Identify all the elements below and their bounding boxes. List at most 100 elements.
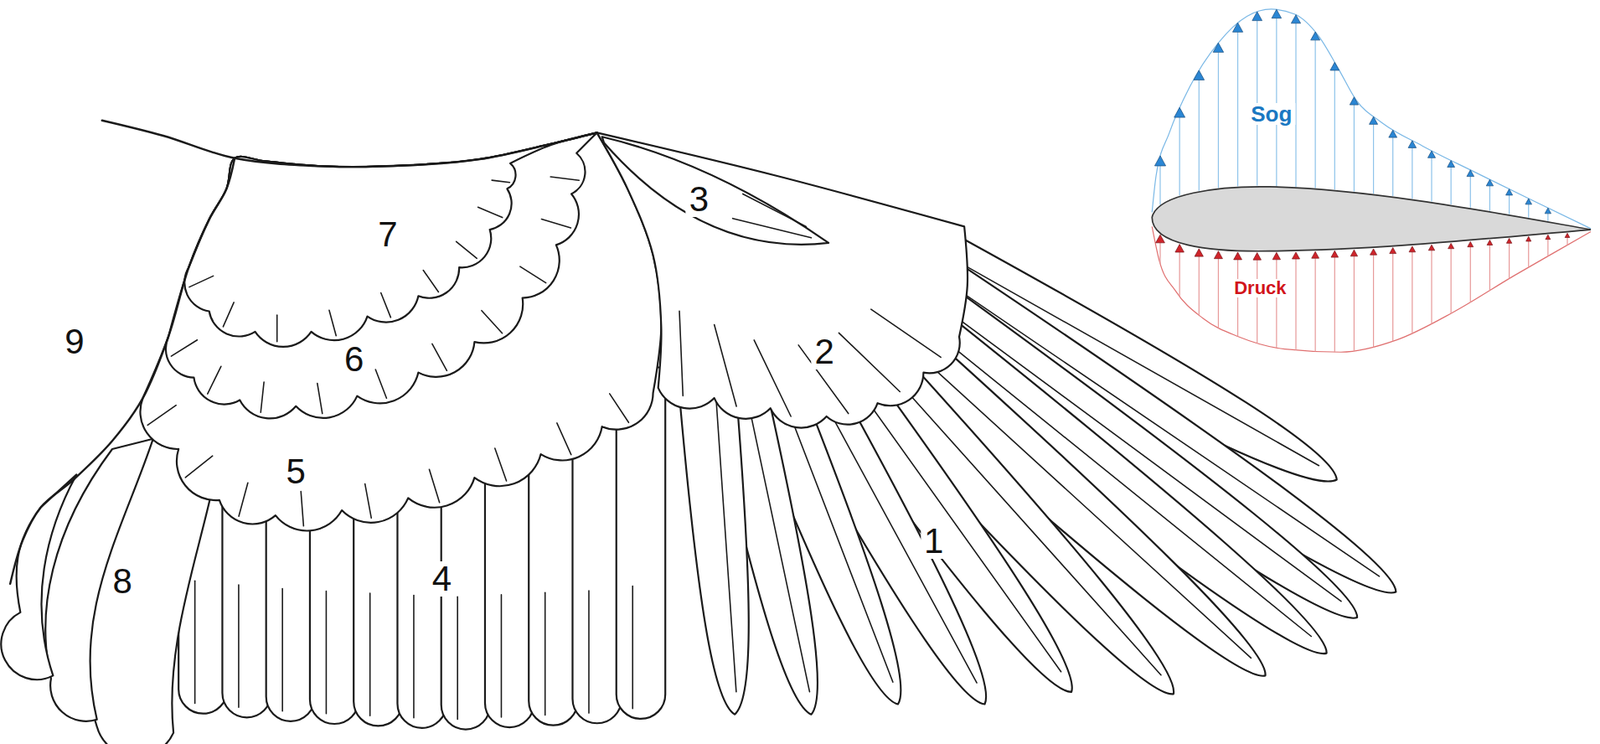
- feather-line: [732, 218, 812, 238]
- feather-line: [189, 275, 214, 287]
- covert-row: [139, 132, 661, 531]
- alula: [602, 136, 829, 245]
- suction-arrow-head: [1290, 15, 1301, 24]
- suction-arrow-head: [1544, 207, 1551, 214]
- pressure-arrow-head: [1370, 248, 1378, 255]
- pressure-arrow-head: [1175, 243, 1184, 253]
- suction-arrow-line: [1508, 195, 1510, 215]
- suction-arrow-head: [1212, 42, 1224, 52]
- callout-number: 5: [283, 454, 310, 490]
- feather-line: [456, 241, 478, 259]
- pressure-arrow-head: [1253, 252, 1262, 261]
- suction-arrow-line: [1450, 167, 1452, 206]
- pressure-arrow-head: [1526, 236, 1532, 242]
- suction-arrow-line: [1411, 147, 1413, 199]
- pressure-arrow-line: [1256, 259, 1258, 344]
- pressure-arrow-line: [1198, 256, 1200, 315]
- feather-line: [170, 340, 197, 357]
- feather-line: [478, 206, 503, 217]
- pressure-arrow-head: [1467, 241, 1474, 247]
- suction-arrow-head: [1330, 61, 1340, 71]
- pressure-arrow-head: [1350, 249, 1358, 257]
- callout-number: 3: [686, 181, 713, 217]
- feather-line: [432, 343, 448, 371]
- pressure-arrow-head: [1389, 247, 1397, 254]
- suction-arrow-line: [1527, 204, 1529, 218]
- feather-line: [300, 491, 304, 527]
- suction-arrow-line: [1295, 23, 1296, 187]
- feather-shaft: [369, 593, 372, 716]
- feather-shaft: [456, 596, 459, 719]
- pressure-arrow-head: [1428, 244, 1435, 251]
- suction-arrow-line: [1237, 31, 1239, 186]
- feather-line: [520, 266, 547, 283]
- pressure-arrow-head: [1213, 251, 1223, 259]
- suction-arrow-line: [1275, 18, 1277, 186]
- primary-coverts: [597, 132, 968, 428]
- drawing-group: [0, 9, 1591, 744]
- callout-number: 8: [109, 563, 136, 599]
- feather-line: [222, 302, 234, 327]
- pressure-arrow-line: [1159, 242, 1161, 264]
- pressure-arrow-line: [1527, 241, 1529, 268]
- feather-line: [365, 484, 372, 519]
- feather-line: [714, 324, 737, 407]
- pressure-arrow-line: [1179, 252, 1181, 297]
- feather-line: [495, 448, 507, 481]
- feather-line: [381, 292, 392, 317]
- suction-arrow-head: [1408, 140, 1417, 149]
- pressure-arrow-head: [1291, 252, 1300, 259]
- feather-line: [207, 366, 222, 394]
- feather-shaft: [281, 588, 284, 711]
- wing-outline: [10, 158, 235, 584]
- pressure-arrow-head: [1311, 251, 1320, 259]
- callout-number: 6: [340, 341, 367, 377]
- feather-line: [838, 332, 900, 392]
- suction-arrow-line: [1179, 117, 1181, 196]
- suction-arrow-line: [1392, 137, 1394, 197]
- feather-shaft: [500, 594, 503, 718]
- pressure-arrow-line: [1566, 237, 1568, 245]
- suction-arrow-line: [1353, 104, 1355, 191]
- feather-line: [557, 423, 572, 455]
- feather-line: [329, 309, 336, 336]
- pressure-arrow-line: [1411, 252, 1413, 334]
- suction-arrow-line: [1430, 157, 1432, 202]
- suction-arrow-line: [1489, 185, 1491, 212]
- pressure-arrow-head: [1194, 248, 1203, 257]
- suction-arrow-head: [1271, 9, 1281, 18]
- pressure-arrow-line: [1275, 259, 1277, 348]
- airfoil-diagram: [1151, 9, 1591, 352]
- pressure-arrow-line: [1372, 254, 1374, 347]
- pressure-arrow-line: [1430, 250, 1432, 325]
- pressure-arrow-line: [1237, 259, 1239, 337]
- feather-shaft: [631, 586, 634, 709]
- feather-shaft: [544, 592, 547, 715]
- airfoil-profile: [1151, 186, 1591, 252]
- tertial-feather: [45, 438, 153, 722]
- pressure-arrow-line: [1334, 257, 1336, 352]
- pressure-arrow-line: [1489, 244, 1491, 290]
- feather-line: [260, 381, 264, 413]
- feather-line: [375, 369, 387, 398]
- suction-arrow-head: [1193, 70, 1205, 80]
- callout-number: 4: [428, 561, 455, 597]
- feather-line: [609, 393, 630, 423]
- pressure-arrow-line: [1470, 247, 1471, 303]
- suction-arrow-head: [1174, 107, 1186, 118]
- feather-line: [481, 310, 503, 334]
- feather-shaft: [325, 591, 328, 714]
- suction-arrow-head: [1252, 11, 1263, 21]
- pressure-arrow-line: [1508, 242, 1510, 279]
- suction-arrow-head: [1506, 189, 1513, 196]
- pressure-arrow-line: [1450, 248, 1452, 314]
- feather-shaft: [237, 584, 240, 708]
- feather-line: [185, 455, 212, 478]
- pressure-arrow-line: [1392, 253, 1394, 342]
- suction-arrow-head: [1466, 170, 1475, 177]
- suction-arrow-head: [1447, 160, 1456, 168]
- suction-arrow-line: [1547, 213, 1549, 222]
- suction-arrow-line: [1470, 176, 1471, 208]
